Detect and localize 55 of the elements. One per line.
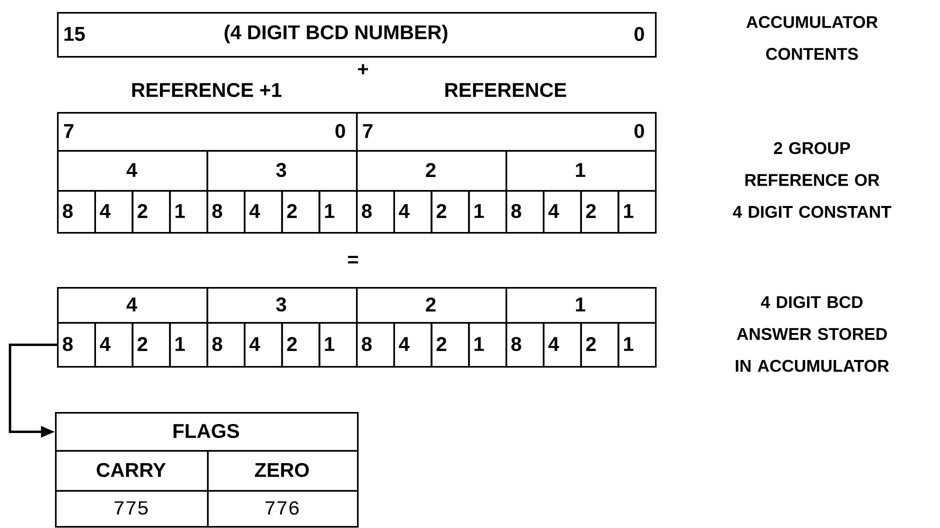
bit-cell: 8	[206, 190, 246, 234]
bit-cell: 2	[281, 322, 320, 368]
bit-cell: 4	[94, 322, 134, 368]
bit-cell: 2	[132, 322, 171, 368]
address-cell: 775	[55, 490, 209, 528]
bit-cell: 1	[468, 190, 508, 234]
bit-cell: 2	[281, 190, 320, 234]
bit-cell: 4	[393, 322, 432, 368]
bit-cell: 4	[393, 190, 432, 234]
digit-cell: 4	[57, 287, 208, 324]
table-header-cell: FLAGS	[55, 412, 359, 452]
bit-cell: 8	[206, 322, 246, 368]
bit-cell: 2	[430, 190, 470, 234]
digit-cell: 3	[206, 150, 358, 192]
bit-cell: 2	[580, 322, 620, 368]
table-cell: CARRY	[55, 450, 209, 492]
bit-cell: 4	[542, 322, 582, 368]
byte-cell: 7 0	[356, 112, 657, 152]
bit-cell: 8	[57, 322, 96, 368]
bit-cell: 2	[580, 190, 620, 234]
table-cell: ZERO	[207, 450, 359, 492]
byte-heading: REFERENCE +1	[132, 82, 282, 98]
bit-cell: 4	[94, 190, 134, 234]
byte-heading: REFERENCE	[445, 82, 566, 98]
digit-cell: 4	[57, 150, 208, 192]
bit-cell: 8	[506, 322, 544, 368]
digit-cell: 1	[506, 287, 657, 324]
bit-cell: 1	[618, 190, 657, 234]
operator-sign: =	[348, 256, 358, 264]
bit-cell: 1	[169, 190, 208, 234]
bit-cell: 2	[430, 322, 470, 368]
bit-cell: 4	[542, 190, 582, 234]
bit-cell: 8	[506, 190, 544, 234]
bit-cell: 4	[244, 322, 283, 368]
digit-cell: 3	[206, 287, 358, 324]
bit-cell: 1	[318, 190, 358, 234]
digit-cell: 2	[356, 150, 508, 192]
register-box: 15 (4 DIGIT BCD NUMBER) 0	[57, 12, 657, 58]
bit-cell: 8	[356, 322, 395, 368]
bit-cell: 1	[618, 322, 657, 368]
bit-cell: 8	[356, 190, 395, 234]
bit-cell: 1	[169, 322, 208, 368]
operator-sign: +	[358, 64, 368, 74]
description-text: 2 GROUP REFERENCE OR 4 DIGIT CONSTANT	[732, 142, 892, 218]
bit-cell: 1	[318, 322, 358, 368]
digit-cell: 2	[356, 287, 508, 324]
bit-cell: 2	[132, 190, 171, 234]
address-cell: 776	[207, 490, 359, 528]
bit-cell: 4	[244, 190, 283, 234]
digit-cell: 1	[506, 150, 657, 192]
description-text: ACCUMULATOR CONTENTS	[746, 16, 878, 60]
byte-cell: 7 0	[57, 112, 358, 152]
bit-cell: 8	[57, 190, 96, 234]
description-text: 4 DIGIT BCD ANSWER STORED IN ACCUMULATOR	[736, 296, 889, 372]
bit-cell: 1	[468, 322, 508, 368]
